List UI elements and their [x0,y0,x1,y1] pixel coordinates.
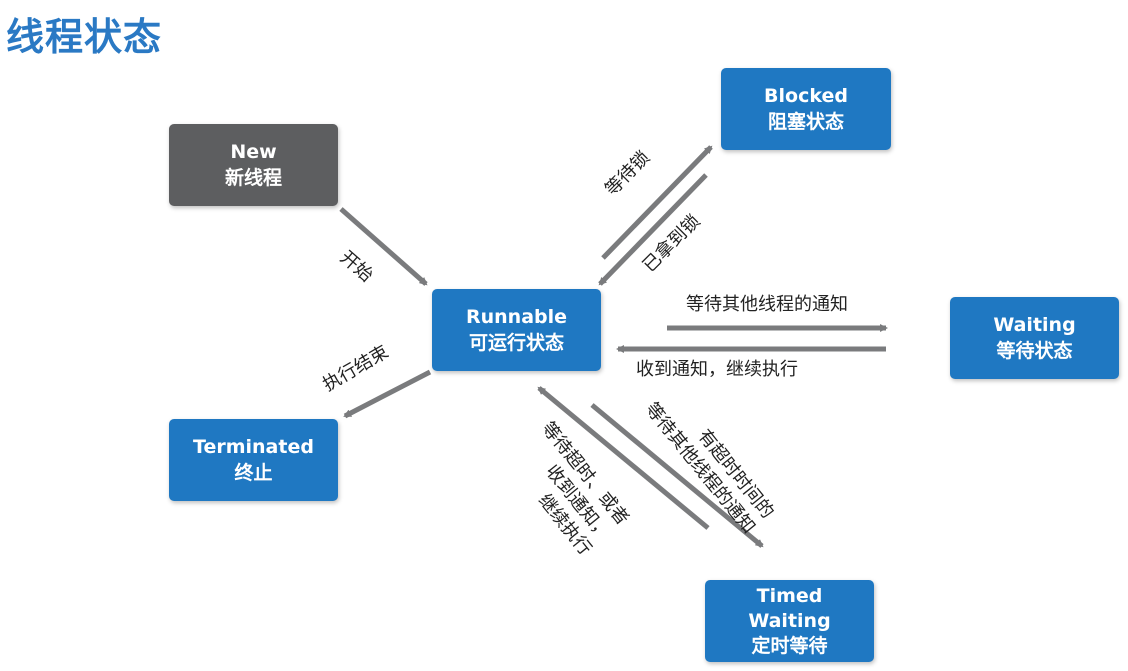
state-timed-en1: Timed [756,584,823,607]
state-waiting-en: Waiting [993,314,1076,336]
state-terminated-zh: 终止 [234,462,273,484]
state-waiting-zh: 等待状态 [996,340,1073,362]
arrow-runnable-to-blocked [601,145,713,260]
state-blocked-en: Blocked [764,85,848,107]
arrow-new-to-runnable [339,207,428,286]
arrow-runnable-to-timed [590,403,764,548]
state-runnable-en: Runnable [465,306,568,328]
arrow-blocked-to-runnable [598,173,708,286]
state-waiting: Waiting 等待状态 [950,297,1119,379]
state-terminated: Terminated 终止 [169,419,338,501]
state-timed-en2: Waiting [748,609,831,632]
label-notified: 收到通知，继续执行 [636,359,798,380]
state-runnable: Runnable 可运行状态 [432,289,601,371]
state-terminated-en: Terminated [193,436,314,458]
state-new: New 新线程 [169,124,338,206]
state-blocked: Blocked 阻塞状态 [721,68,891,150]
state-timed-waiting: Timed Waiting 定时等待 [705,580,874,662]
state-timed-zh: 定时等待 [751,634,828,657]
arrow-runnable-to-terminated [343,369,432,419]
arrow-timed-to-runnable [537,386,710,530]
state-new-en: New [230,141,277,163]
state-runnable-zh: 可运行状态 [468,332,564,354]
state-new-zh: 新线程 [224,167,282,189]
label-wait-notify: 等待其他线程的通知 [686,294,848,315]
page-title: 线程状态 [6,15,163,59]
state-blocked-zh: 阻塞状态 [767,111,844,133]
